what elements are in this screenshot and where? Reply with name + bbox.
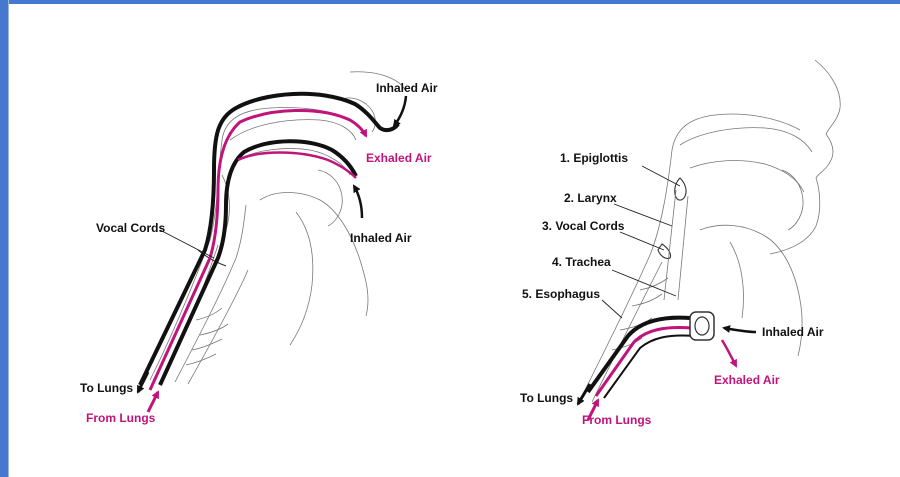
right-label-inhaled-air: Inhaled Air [762,325,824,339]
trach-tube [588,312,714,398]
trach-flange [690,312,714,340]
label-trachea: 4. Trachea [552,255,611,269]
left-airway-black-inner [160,141,356,385]
esophagus-leader [602,300,622,318]
right-label-from-lungs: From Lungs [582,413,652,427]
left-label-exhaled-air: Exhaled Air [366,151,432,165]
epiglottis-leader [642,166,680,186]
left-label-from-lungs: From Lungs [86,411,156,425]
left-head-outline [150,72,405,384]
right-arrow-to-lungs [578,384,590,404]
right-exhaled-arrow [722,340,736,366]
left-inhaled-arrow-bottom [354,186,362,218]
right-label-to-lungs: To Lungs [520,391,573,405]
left-arrow-from-lungs [148,392,158,412]
left-label-inhaled-air-bottom: Inhaled Air [350,231,412,245]
left-label-inhaled-air-top: Inhaled Air [376,81,438,95]
right-label-exhaled-air: Exhaled Air [714,373,780,387]
label-epiglottis: 1. Epiglottis [560,151,628,165]
label-vocal-cords: 3. Vocal Cords [542,219,625,233]
trachea-leader [612,270,676,296]
label-esophagus: 5. Esophagus [522,287,600,301]
left-label-to-lungs: To Lungs [80,381,133,395]
label-larynx: 2. Larynx [564,191,617,205]
right-inhaled-arrow [724,328,756,332]
vocal-cords-leader-right [620,232,664,250]
left-panel: Inhaled Air Exhaled Air Inhaled Air Voca… [80,72,438,425]
left-label-vocal-cords: Vocal Cords [96,221,165,235]
right-panel: 1. Epiglottis 2. Larynx 3. Vocal Cords 4… [520,60,840,427]
left-inhaled-arrow-top [394,96,406,126]
